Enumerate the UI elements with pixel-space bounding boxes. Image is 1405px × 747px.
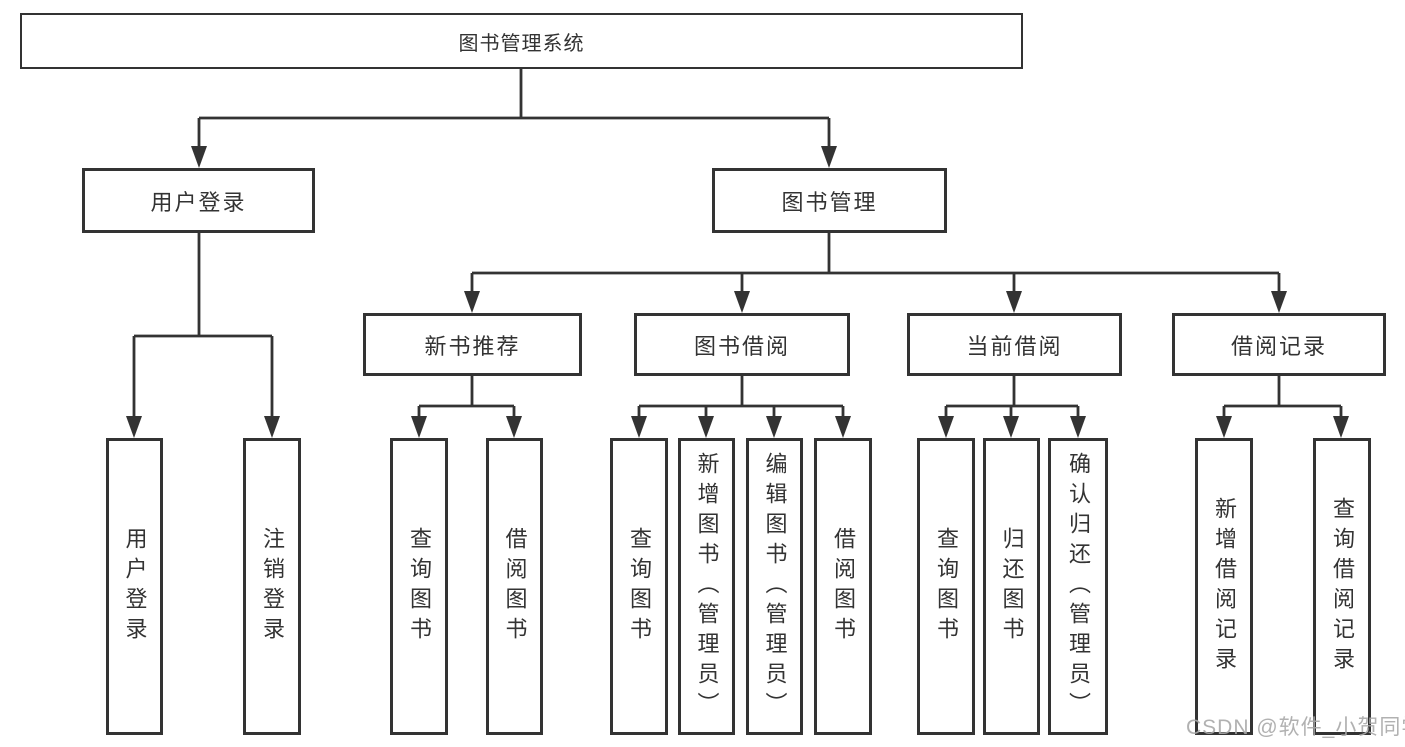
leaf-label: 借阅图书	[831, 526, 856, 647]
leaf-label: 查询图书	[627, 526, 652, 647]
leaf-label: 借阅图书	[502, 526, 528, 647]
node-label: 图书管理	[781, 189, 878, 215]
node-label: 用户登录	[150, 189, 247, 215]
leaf-borrow-books: 借阅图书	[814, 438, 872, 735]
leaf-label: 新增图书（管理员）	[694, 451, 720, 722]
node-current-borrow: 当前借阅	[907, 313, 1122, 376]
leaf-label: 注销登录	[260, 526, 285, 647]
node-label: 图书借阅	[693, 333, 790, 359]
node-book-borrow: 图书借阅	[634, 313, 850, 376]
csdn-watermark: CSDN @软件_小贺同学	[1186, 716, 1405, 739]
node-borrow-records: 借阅记录	[1172, 313, 1386, 376]
leaf-label: 新增借阅记录	[1212, 496, 1237, 677]
leaf-logout: 注销登录	[243, 438, 301, 735]
leaf-borrow-books-recommend: 借阅图书	[486, 438, 543, 735]
node-label: 图书管理系统	[458, 32, 585, 55]
leaf-query-books-recommend: 查询图书	[390, 438, 448, 735]
node-label: 当前借阅	[966, 333, 1063, 359]
leaf-query-borrow-record: 查询借阅记录	[1313, 438, 1371, 735]
leaf-query-books-borrow: 查询图书	[610, 438, 668, 735]
node-user-login: 用户登录	[82, 168, 315, 233]
node-book-management: 图书管理	[712, 168, 947, 233]
leaf-return-books: 归还图书	[983, 438, 1040, 735]
node-label: 借阅记录	[1230, 333, 1327, 359]
node-library-system: 图书管理系统	[20, 13, 1023, 69]
leaf-edit-books-admin: 编辑图书（管理员）	[746, 438, 803, 735]
leaf-label: 归还图书	[999, 526, 1025, 647]
leaf-add-borrow-record: 新增借阅记录	[1195, 438, 1253, 735]
leaf-label: 查询借阅记录	[1330, 496, 1355, 677]
leaf-label: 编辑图书（管理员）	[762, 451, 788, 722]
leaf-label: 查询图书	[934, 526, 959, 647]
leaf-user-login: 用户登录	[106, 438, 163, 735]
leaf-label: 查询图书	[407, 526, 432, 647]
leaf-confirm-return-admin: 确认归还（管理员）	[1048, 438, 1108, 735]
leaf-add-books-admin: 新增图书（管理员）	[678, 438, 735, 735]
leaf-label: 用户登录	[122, 526, 148, 647]
node-label: 新书推荐	[424, 333, 521, 359]
leaf-query-books-current: 查询图书	[917, 438, 975, 735]
node-new-book-recommend: 新书推荐	[363, 313, 582, 376]
leaf-label: 确认归还（管理员）	[1066, 451, 1091, 722]
